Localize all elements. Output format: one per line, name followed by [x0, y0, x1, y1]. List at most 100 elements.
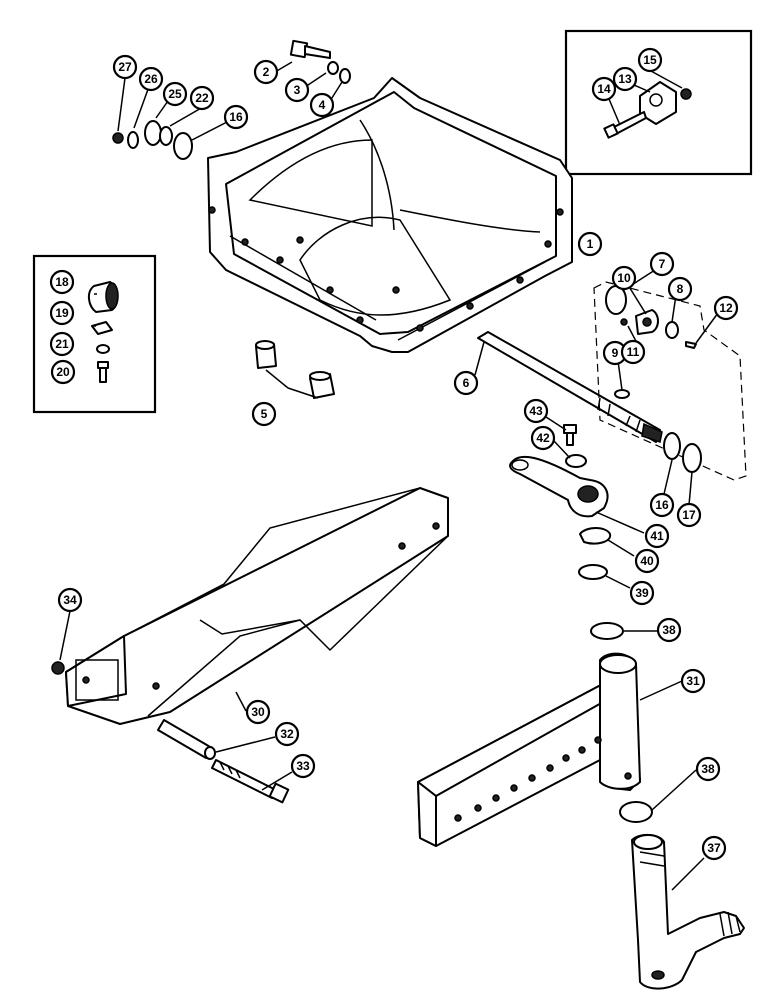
callout-5: 5	[251, 401, 277, 427]
bolt-14	[603, 111, 647, 139]
bushing-5-a	[255, 340, 277, 369]
callout-18: 18	[49, 269, 75, 295]
callout-label: 30	[251, 705, 265, 719]
callout-label: 11	[627, 345, 640, 359]
callout-6: 6	[453, 370, 479, 396]
callout-41: 41	[644, 523, 670, 549]
callout-33: 33	[290, 753, 316, 779]
callout-label: 38	[662, 623, 676, 637]
callout-31: 31	[680, 668, 706, 694]
callout-label: 20	[56, 365, 70, 379]
callout-label: 16	[655, 498, 669, 512]
bushing-38-lower	[619, 801, 653, 823]
callout-label: 1	[587, 237, 594, 251]
callout-34: 34	[57, 587, 83, 613]
callout-label: 26	[144, 72, 158, 86]
bolt-43	[563, 424, 577, 446]
callout-15: 15	[637, 47, 663, 73]
washer-16-top	[173, 132, 193, 160]
snap-ring-40	[579, 527, 612, 545]
spindle-37	[631, 834, 745, 990]
callout-11: 11	[620, 339, 646, 365]
callout-12: 12	[713, 295, 739, 321]
washer-26	[127, 131, 139, 149]
callout-label: 14	[597, 82, 611, 96]
callout-label: 16	[229, 110, 243, 124]
washer-8	[665, 321, 679, 339]
callout-21: 21	[49, 331, 75, 357]
callout-38-lower: 38	[695, 756, 721, 782]
washer-21	[96, 344, 110, 354]
callout-label: 25	[168, 87, 182, 101]
clamp-10	[635, 309, 659, 335]
callout-label: 21	[55, 337, 69, 351]
callout-label: 10	[617, 271, 631, 285]
inset-box-clamp	[564, 29, 753, 176]
callout-label: 12	[719, 301, 733, 315]
callout-label: 9	[612, 346, 619, 360]
bolt-33	[211, 759, 290, 804]
callout-label: 22	[195, 91, 209, 105]
key-9	[614, 389, 630, 399]
axle-extension-31	[417, 652, 641, 847]
callout-20: 20	[50, 359, 76, 385]
callout-label: 5	[261, 407, 268, 421]
callout-13: 13	[612, 66, 638, 92]
callout-26: 26	[138, 66, 164, 92]
callout-38-upper: 38	[656, 617, 682, 643]
callout-label: 8	[677, 282, 684, 296]
callout-label: 27	[118, 60, 132, 74]
callout-label: 41	[650, 529, 664, 543]
callout-1: 1	[577, 231, 603, 257]
nut-27	[112, 132, 124, 144]
washer-39	[578, 564, 608, 580]
callout-label: 18	[55, 275, 69, 289]
callout-7: 7	[649, 251, 675, 277]
washer-16-shaft	[663, 432, 681, 460]
nut-15	[680, 88, 692, 100]
axle-support-housing	[207, 77, 573, 353]
callout-label: 6	[463, 376, 470, 390]
callout-label: 2	[263, 65, 270, 79]
callout-42: 42	[530, 425, 556, 451]
callout-label: 13	[618, 72, 632, 86]
bolt-2	[289, 39, 331, 59]
plate-19	[91, 321, 113, 335]
callout-10: 10	[611, 265, 637, 291]
callout-label: 4	[319, 98, 326, 112]
callout-37: 37	[701, 835, 727, 861]
screw-11	[620, 318, 628, 326]
inset-box-pivot	[32, 254, 157, 414]
callout-label: 32	[280, 727, 294, 741]
callout-4: 4	[309, 92, 335, 118]
callout-label: 34	[63, 593, 77, 607]
callout-label: 39	[635, 586, 649, 600]
callout-17: 17	[676, 502, 702, 528]
nut-34	[51, 661, 65, 675]
callout-30: 30	[245, 699, 271, 725]
washer-17	[682, 443, 702, 473]
callout-43: 43	[523, 398, 549, 424]
bolt-20	[97, 361, 109, 383]
callout-22: 22	[189, 85, 215, 111]
callout-label: 15	[643, 53, 657, 67]
callout-label: 40	[640, 554, 654, 568]
pin-32	[157, 719, 216, 760]
callout-label: 43	[529, 404, 543, 418]
axle-beam-30	[65, 487, 449, 725]
callout-40: 40	[634, 548, 660, 574]
callout-27: 27	[112, 54, 138, 80]
callout-14: 14	[591, 76, 617, 102]
callout-label: 33	[296, 759, 310, 773]
callout-label: 3	[294, 83, 301, 97]
callout-39: 39	[629, 580, 655, 606]
bushing-5-b	[309, 371, 335, 399]
callout-3: 3	[284, 77, 310, 103]
callout-label: 31	[686, 674, 700, 688]
collar-7	[605, 285, 627, 315]
phantom-outline	[593, 281, 747, 481]
callout-19: 19	[49, 300, 75, 326]
washer-25	[144, 120, 162, 146]
washer-3	[327, 61, 339, 75]
